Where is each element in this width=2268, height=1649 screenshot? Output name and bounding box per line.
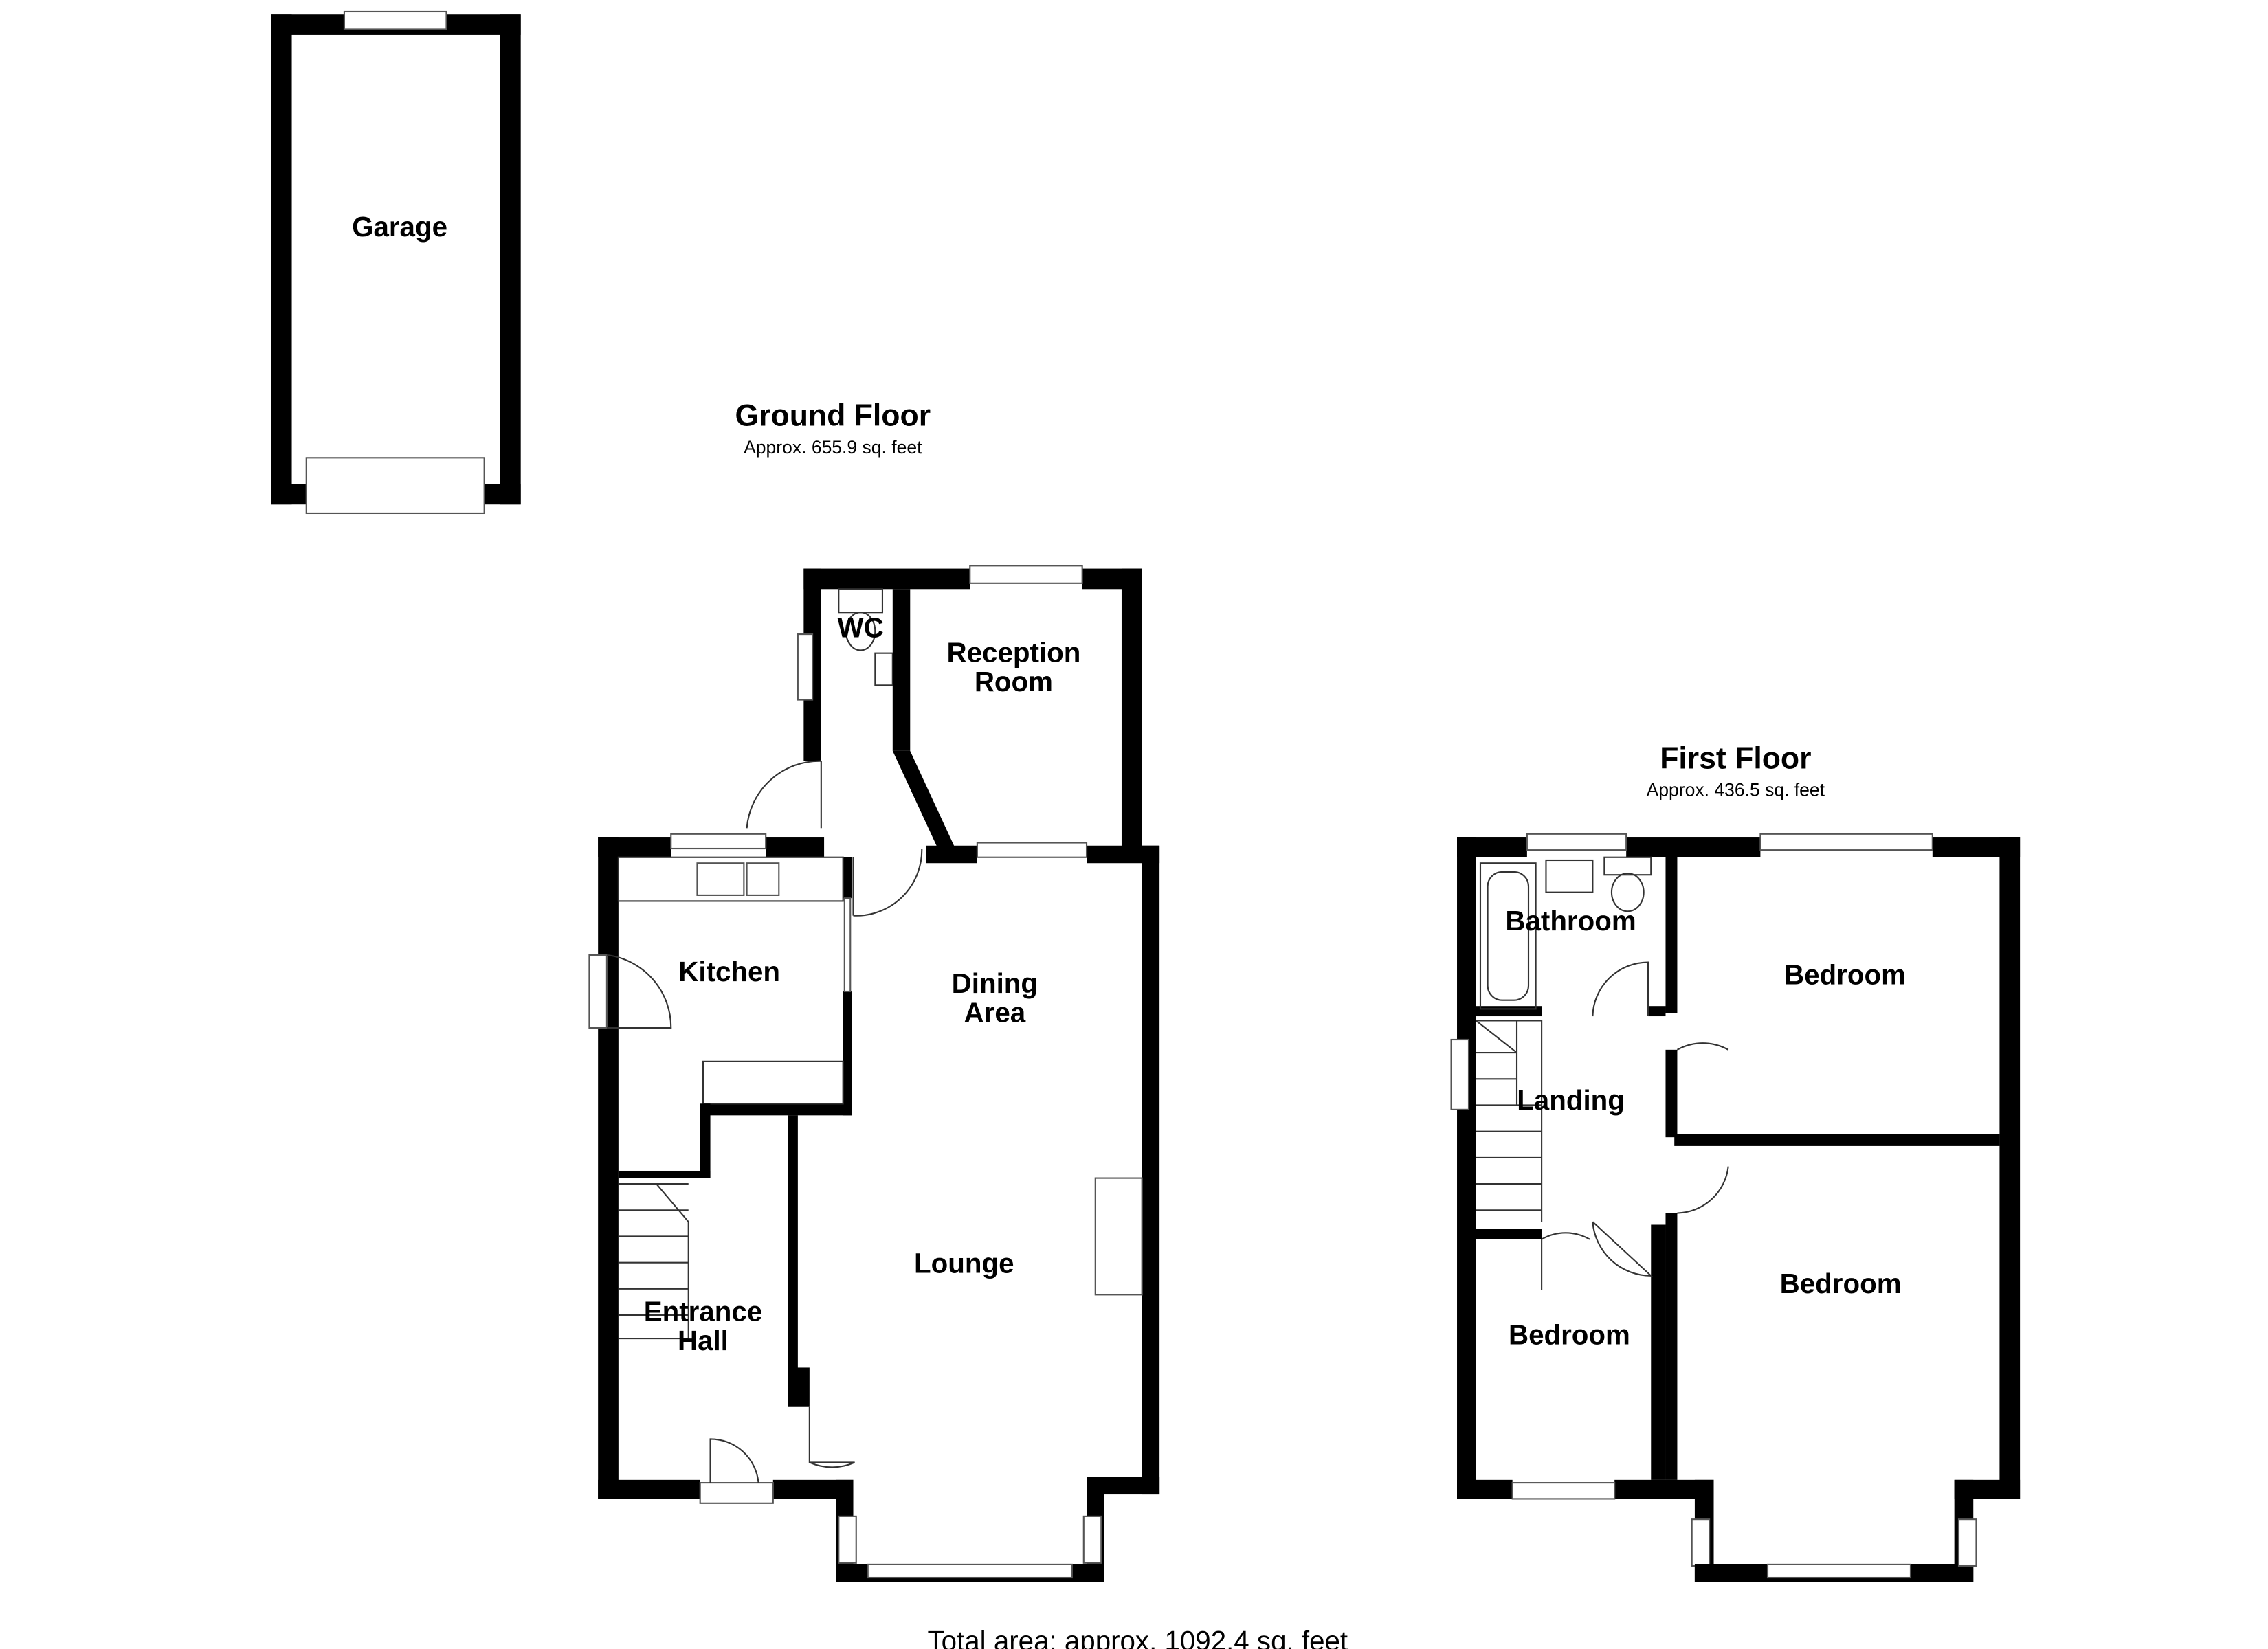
room-label-bedroom-3: Bedroom <box>1509 1319 1630 1350</box>
room-label-wc: WC <box>838 612 884 643</box>
room-label-hall: Hall <box>678 1325 729 1356</box>
first-floor-area: Approx. 436.5 sq. feet <box>1647 780 1825 800</box>
room-label-bathroom: Bathroom <box>1505 906 1636 936</box>
first-floor-plan: Bathroom Bedroom Landing Bedroom Bedroom <box>1450 833 2021 1582</box>
total-area: Total area: approx. 1092.4 sq. feet <box>928 1626 1348 1649</box>
garage-plan: Garage <box>271 10 521 515</box>
first-floor-title: First Floor <box>1660 741 1811 775</box>
stairs-icon <box>618 1183 689 1340</box>
room-label-lounge: Lounge <box>914 1248 1014 1279</box>
ground-floor-area: Approx. 655.9 sq. feet <box>744 437 922 458</box>
ground-floor-plan: WC Reception Room Kitchen Dining Area Lo… <box>588 565 1160 1582</box>
room-label-dining: Dining <box>952 968 1038 999</box>
room-label-garage: Garage <box>352 212 447 243</box>
room-label-reception-room: Room <box>975 666 1053 697</box>
garage-window <box>343 10 447 30</box>
room-label-entrance: Entrance <box>644 1297 762 1327</box>
room-label-landing: Landing <box>1517 1085 1625 1116</box>
room-label-kitchen: Kitchen <box>678 956 780 987</box>
ground-floor-title: Ground Floor <box>735 399 931 433</box>
room-label-bedroom-1: Bedroom <box>1784 959 1906 990</box>
room-label-dining-area: Area <box>964 998 1026 1029</box>
room-label-bedroom-2: Bedroom <box>1780 1268 1902 1299</box>
room-label-reception: Reception <box>947 637 1081 668</box>
garage-door <box>305 457 485 515</box>
stairs-icon <box>1475 1020 1543 1222</box>
